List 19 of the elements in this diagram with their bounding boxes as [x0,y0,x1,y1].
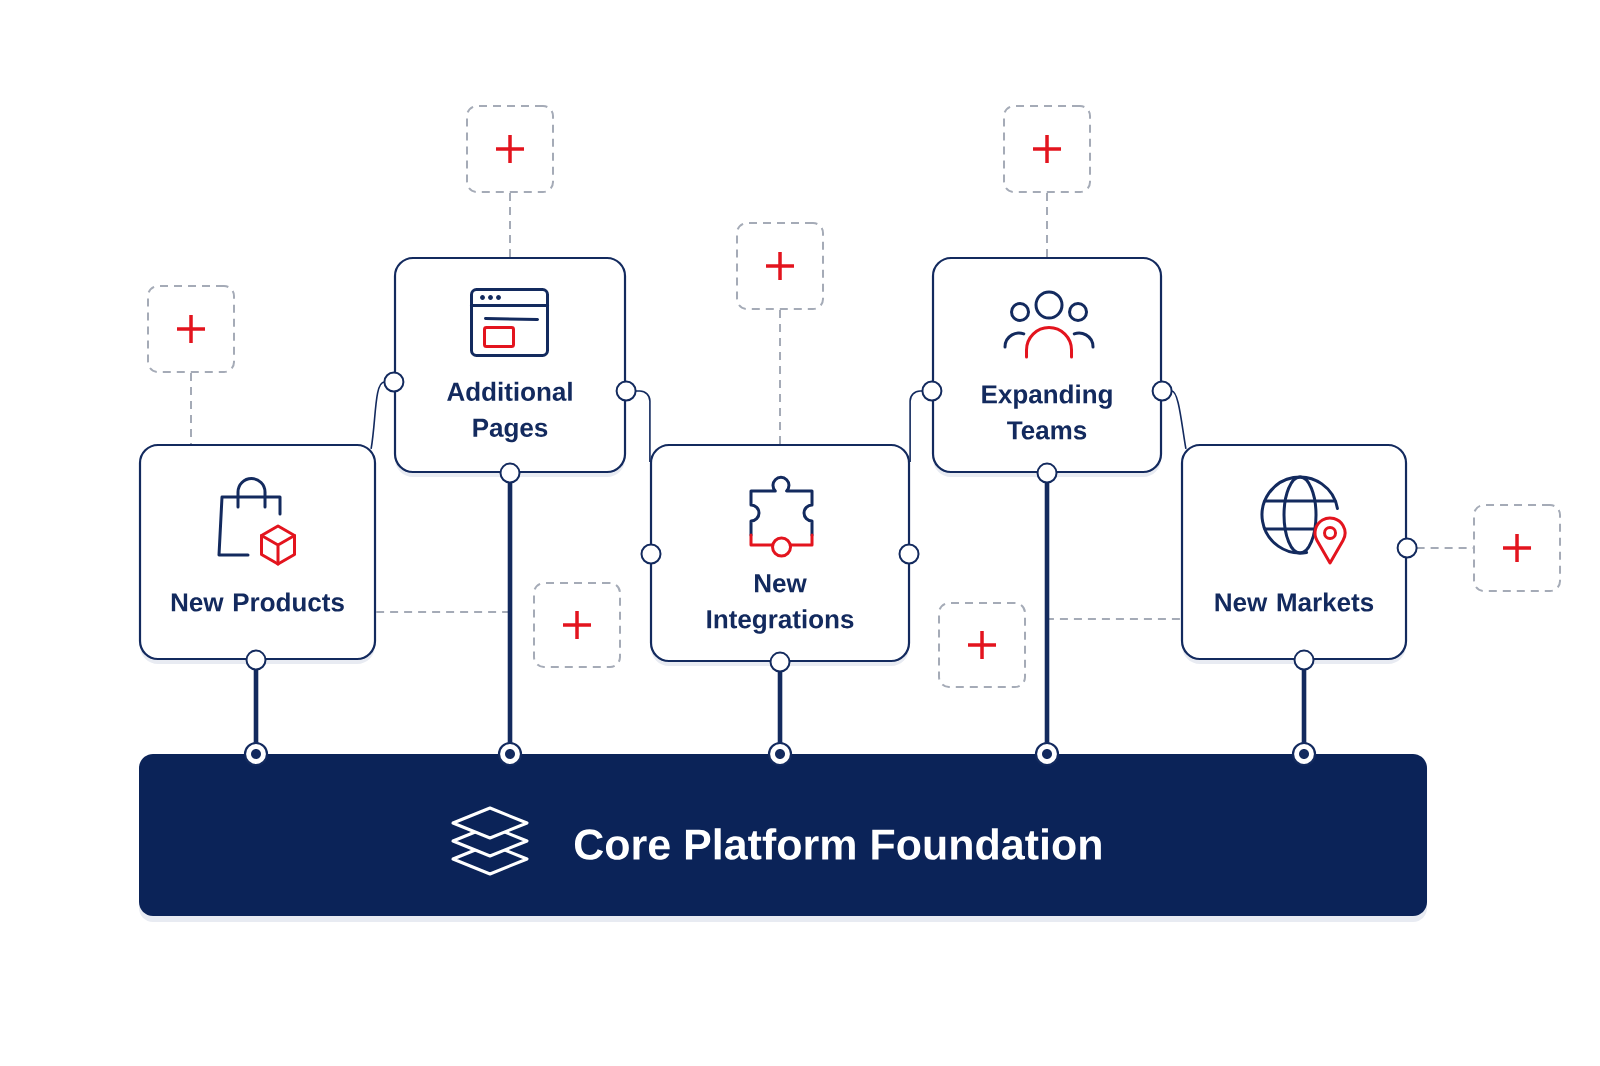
connector-line [615,380,651,463]
card: New Integrations [649,443,911,666]
dashed-line [779,309,781,445]
card: New Products [138,443,377,664]
connector-line [1293,649,1315,743]
card: Expanding Teams [931,256,1163,477]
dashed-line [1046,192,1048,258]
dashed-line [509,192,511,258]
connector-line [245,649,267,743]
connector-line [499,462,521,743]
connector-line [1151,380,1187,450]
card: New Markets [1180,443,1408,664]
connector-line [1036,462,1058,743]
card: Additional Pages [393,256,627,477]
base-bar: Core Platform Foundation [139,754,1427,922]
connector-line [370,371,405,450]
connector-line [769,651,791,743]
dashed-line [190,372,192,445]
connector-line [909,380,943,463]
